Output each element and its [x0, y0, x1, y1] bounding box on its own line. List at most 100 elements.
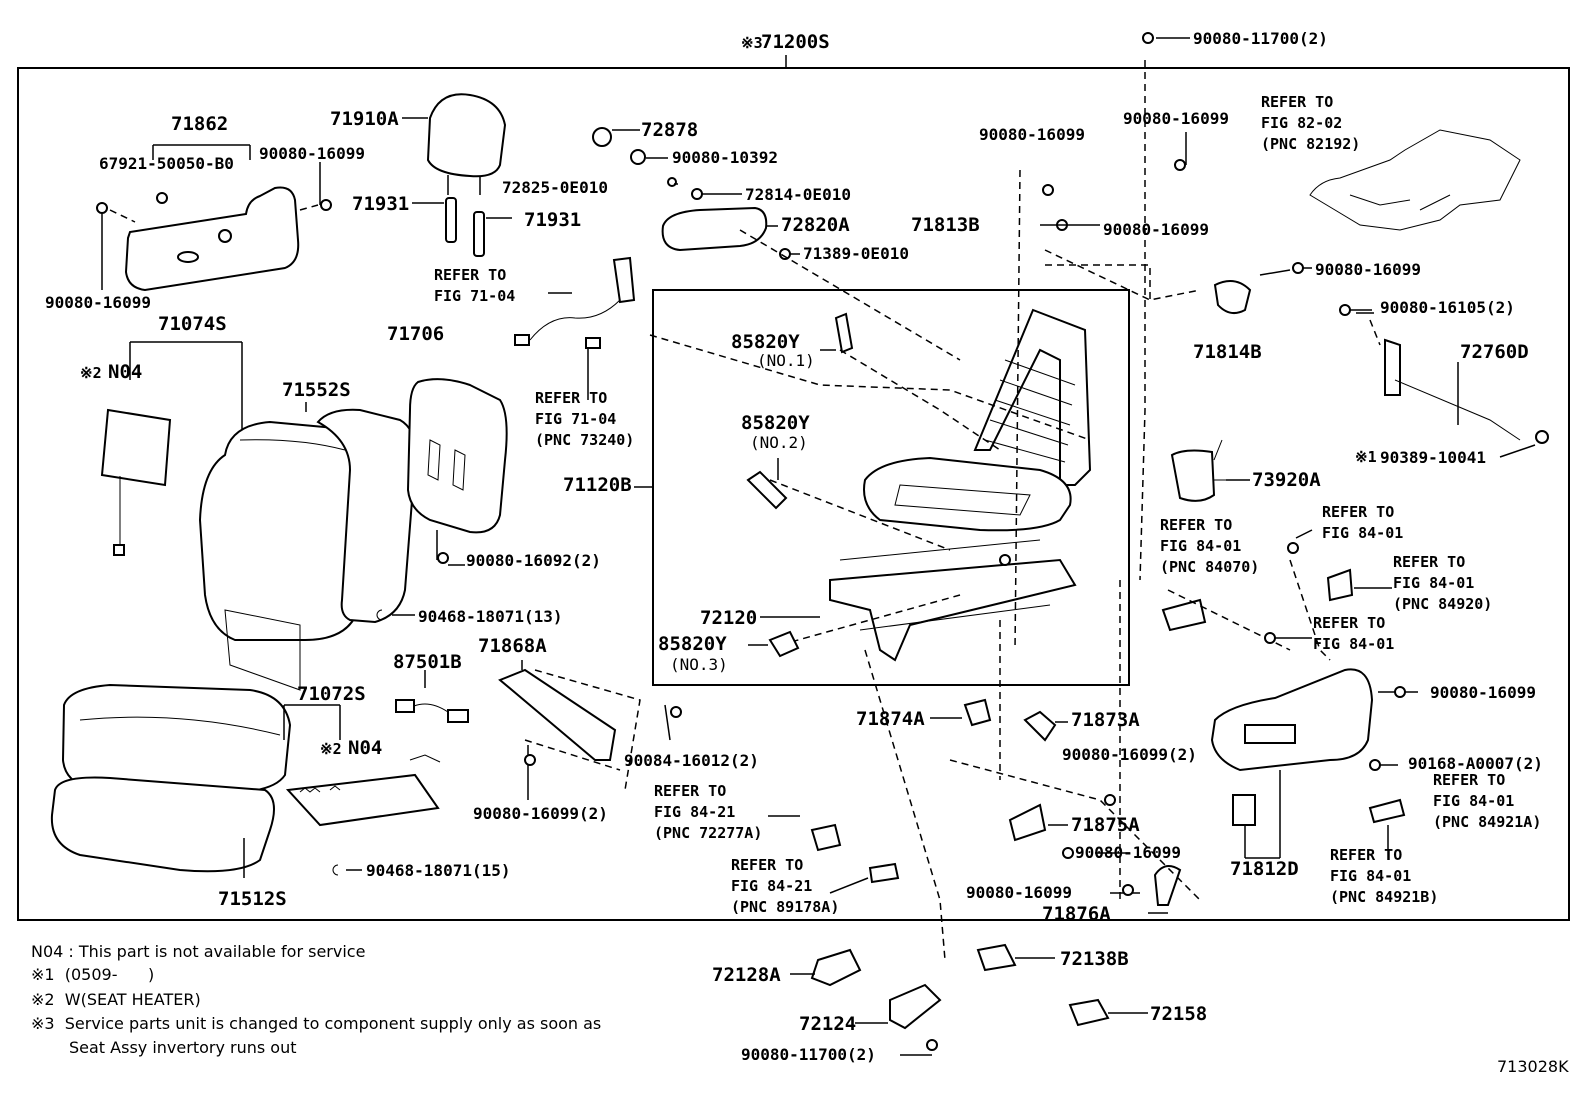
part-90080-16099-f: 90080-16099 [1315, 260, 1421, 279]
part-71814B: 71814B [1193, 341, 1262, 363]
seat-cushion-side-cover-drawing [498, 668, 617, 761]
refer-fig-84-21-b: REFER TO FIG 84-21 (PNC 89178A) [731, 856, 840, 916]
part-71931-b: 71931 [524, 209, 582, 231]
lumbar-support-drawing [1384, 338, 1521, 441]
headrest-drawing [426, 93, 507, 195]
part-90084-16012: 90084-16012(2) [624, 751, 759, 770]
part-71552S: 71552S [282, 379, 351, 401]
part-90468-18071-15: 90468-18071(15) [366, 861, 511, 880]
part-67921-50050-B0: 67921-50050-B0 [99, 154, 234, 173]
cover-72128A-drawing [810, 948, 862, 987]
seat-cushion-heater-drawing [285, 773, 440, 827]
part-71512S: 71512S [218, 888, 287, 910]
part-72128A: 72128A [712, 964, 781, 986]
recliner-cover-drawing [1213, 280, 1252, 315]
part-71874A: 71874A [856, 708, 925, 730]
connector-no3-drawing [768, 630, 800, 658]
part-72158: 72158 [1150, 1003, 1208, 1025]
part-85820Y-no1-label: (NO.1) [757, 351, 815, 370]
part-72878: 72878 [641, 119, 699, 141]
part-90080-16099-i: 90080-16099 [1075, 843, 1181, 862]
connector-no1-drawing [834, 312, 854, 354]
seat-outer-shield-drawing [1210, 668, 1374, 826]
refer-fig-82-02: REFER TO FIG 82-02 (PNC 82192) [1261, 93, 1361, 153]
part-90080-16099-j: 90080-16099 [966, 883, 1072, 902]
part-90080-10392: 90080-10392 [672, 148, 778, 167]
part-72124: 72124 [799, 1013, 857, 1035]
part-72760D: 72760D [1460, 341, 1529, 363]
part-90080-16099-k: 90080-16099 [1430, 683, 1536, 702]
part-71931-a: 71931 [352, 193, 410, 215]
cover-72138B-drawing [976, 943, 1017, 972]
part-72138B: 72138B [1060, 948, 1129, 970]
note-n04: N04 : This part is not available for ser… [31, 942, 366, 961]
part-71812D: 71812D [1230, 858, 1299, 880]
seat-belt-buckle-drawing [514, 256, 636, 349]
part-71072S-n04-mark: ※2 [320, 740, 342, 758]
part-71868A: 71868A [478, 635, 547, 657]
refer-fig-84-01-d: REFER TO FIG 84-01 [1313, 614, 1395, 653]
part-71706: 71706 [387, 323, 445, 345]
bracket-72277A-drawing [810, 823, 842, 852]
part-90080-16099-b: 90080-16099 [45, 293, 151, 312]
bracket-89178A-drawing [868, 862, 900, 884]
part-71074S-n04-mark: ※2 [80, 364, 102, 382]
part-71072S-n04: N04 [348, 737, 383, 759]
part-71910A: 71910A [330, 108, 399, 130]
part-71389-0E010: 71389-0E010 [803, 244, 909, 263]
refer-fig-84-01-a: REFER TO FIG 84-01 [1322, 503, 1404, 542]
part-71876A: 71876A [1042, 903, 1111, 925]
connector-no2-drawing [746, 470, 788, 510]
part-90080-16099-g: 90080-16099(2) [473, 804, 608, 823]
seat-cushion-cover-drawing [50, 776, 275, 873]
knob-drawing [1368, 798, 1406, 824]
part-90080-16099-c: 90080-16099 [979, 125, 1085, 144]
part-71873A: 71873A [1071, 709, 1140, 731]
part-90389-10041: 90389-10041 [1380, 448, 1486, 467]
part-73920A: 73920A [1252, 469, 1321, 491]
part-85820Y-no3-label: (NO.3) [670, 655, 728, 674]
refer-fig-71-04-a: REFER TO FIG 71-04 [434, 266, 516, 305]
seat-side-shield-drawing [124, 186, 300, 292]
part-71120B: 71120B [563, 474, 632, 496]
part-71072S: 71072S [297, 683, 366, 705]
seat-switch-drawing [1161, 568, 1354, 632]
part-72120: 72120 [700, 607, 758, 629]
bracket-71875A-drawing [1008, 803, 1047, 842]
refer-fig-84-01-f: REFER TO FIG 84-01 (PNC 84921B) [1330, 846, 1439, 906]
part-85820Y-no2: 85820Y [741, 412, 810, 434]
part-72825-0E010: 72825-0E010 [502, 178, 608, 197]
seat-back-cover-drawing [316, 408, 417, 624]
refer-fig-84-01-e: REFER TO FIG 84-01 (PNC 84921A) [1433, 771, 1542, 831]
seat-frame-drawing [829, 308, 1092, 662]
part-71862: 71862 [171, 113, 229, 135]
seat-back-heater-drawing [100, 408, 172, 556]
part-90080-16099-e: 90080-16099 [1103, 220, 1209, 239]
part-90080-11700-bottom: 90080-11700(2) [741, 1045, 876, 1064]
part-72820A: 72820A [781, 214, 850, 236]
cover-72158-drawing [1068, 998, 1110, 1027]
part-85820Y-no2-label: (NO.2) [750, 433, 808, 452]
note-2: ※2 W(SEAT HEATER) [31, 990, 201, 1009]
note-1: ※1 (0509- ) [31, 965, 155, 984]
part-90080-16099-a: 90080-16099 [259, 144, 365, 163]
refer-fig-84-21-a: REFER TO FIG 84-21 (PNC 72277A) [654, 782, 763, 842]
part-90389-mark: ※1 [1355, 448, 1377, 466]
part-90080-16099-h: 90080-16099(2) [1062, 745, 1197, 764]
bracket-71873A-drawing [1023, 710, 1057, 742]
figure-id: 713028K [1497, 1057, 1569, 1076]
heater-harness-drawing [395, 699, 469, 763]
part-85820Y-no3: 85820Y [658, 633, 727, 655]
bolt-markers [96, 32, 1549, 1051]
part-71875A: 71875A [1071, 814, 1140, 836]
part-90080-16092: 90080-16092(2) [466, 551, 601, 570]
side-airbag-drawing [1170, 439, 1226, 502]
cover-72124-drawing [889, 983, 942, 1030]
part-71074S-n04: N04 [108, 361, 143, 383]
seat-cushion-pad-drawing [61, 683, 292, 794]
bracket-71876A-drawing [1153, 865, 1182, 906]
headrest-guide-drawing [445, 197, 485, 257]
seat-wire-harness-drawing [1309, 129, 1521, 231]
seat-back-pad-drawing [198, 420, 367, 691]
